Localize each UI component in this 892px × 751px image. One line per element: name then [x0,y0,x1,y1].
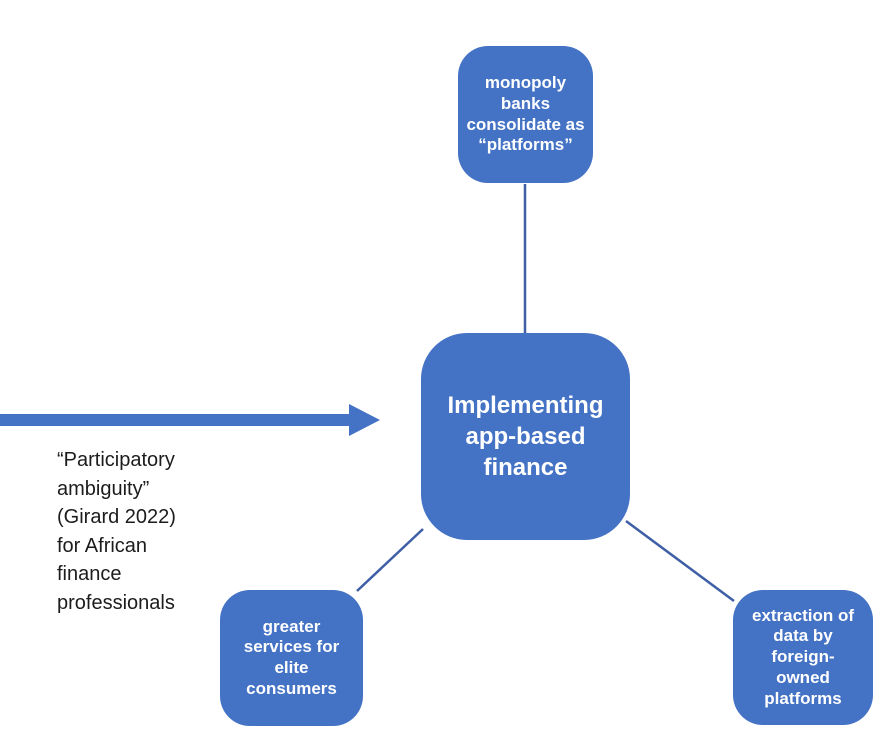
node-greater-services: greater services for elite consumers [220,590,363,726]
arrow-shaft [0,414,351,426]
node-implementing-app-based-finance-label: Implementing app-based finance [447,391,604,482]
arrow-head-icon [349,404,380,436]
connector-bottom-right [625,519,735,603]
node-monopoly-banks: monopoly banks consolidate as “platforms… [458,46,593,183]
node-greater-services-label: greater services for elite consumers [243,616,340,698]
connector-bottom-left [356,528,424,592]
node-monopoly-banks-label: monopoly banks consolidate as “platforms… [466,73,585,155]
node-data-extraction-label: extraction of data by foreign- owned pla… [751,605,855,708]
node-implementing-app-based-finance: Implementing app-based finance [421,333,630,540]
caption-participatory-ambiguity: “Participatory ambiguity” (Girard 2022) … [57,449,176,614]
node-data-extraction: extraction of data by foreign- owned pla… [733,590,873,725]
